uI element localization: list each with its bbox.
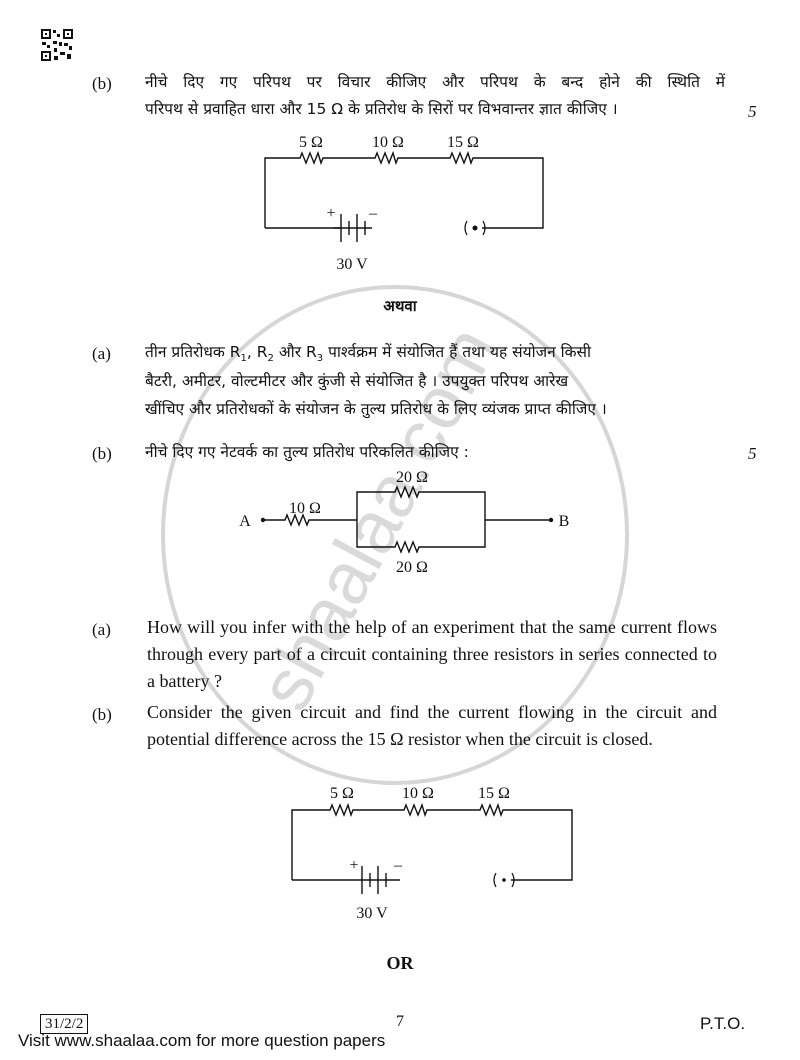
marks: 5 xyxy=(748,444,757,463)
question-text-line: परिपथ से प्रवाहित धारा और 15 Ω के प्रतिर… xyxy=(145,100,618,118)
series-circuit-diagram-english: 5 Ω 10 Ω 15 Ω + – 30 V xyxy=(291,785,573,922)
question-label: (b) xyxy=(92,74,112,93)
marks: 5 xyxy=(748,102,757,121)
battery-voltage: 30 V xyxy=(336,256,368,273)
question-text-line: तीन प्रतिरोधक R1, R2 और R3 पार्श्वक्रम म… xyxy=(145,343,592,365)
circuit-wire xyxy=(264,150,544,229)
key-dot xyxy=(502,878,506,882)
resistor-label-top: 20 Ω xyxy=(396,469,428,486)
resistor-label-bottom: 20 Ω xyxy=(396,559,428,576)
battery-plus: + xyxy=(349,857,358,874)
resistor-label-5: 5 Ω xyxy=(299,134,323,151)
resistor-label-series: 10 Ω xyxy=(289,500,321,517)
resistor-label-15: 15 Ω xyxy=(478,785,510,802)
or-separator: अथवा xyxy=(383,297,417,315)
question-text: Consider the given circuit and find the … xyxy=(147,702,717,749)
question-label: (b) xyxy=(92,444,112,463)
visit-link[interactable]: Visit www.shaalaa.com for more question … xyxy=(18,1031,386,1050)
question-text: How will you infer with the help of an e… xyxy=(147,617,717,691)
resistor-label-5: 5 Ω xyxy=(330,785,354,802)
battery-minus: – xyxy=(368,205,378,222)
terminal-b: B xyxy=(559,513,570,530)
question-text-line: नीचे दिए गए परिपथ पर विचार कीजिए और परिप… xyxy=(145,73,725,91)
resistor-label-10: 10 Ω xyxy=(372,134,404,151)
resistor-label-10: 10 Ω xyxy=(402,785,434,802)
key-dot xyxy=(472,225,478,231)
paper-code: 31/2/2 xyxy=(40,1014,89,1034)
battery-voltage: 30 V xyxy=(356,905,388,922)
pto-text: P.T.O. xyxy=(700,1014,746,1033)
question-label: (a) xyxy=(92,344,111,363)
battery-plus: + xyxy=(326,205,335,222)
question-label: (b) xyxy=(92,705,112,724)
battery-minus: – xyxy=(393,857,403,874)
question-label: (a) xyxy=(92,620,111,639)
network-diagram: A B 10 Ω 20 Ω 20 Ω xyxy=(239,469,570,576)
watermark: shaalaa.com xyxy=(161,285,629,785)
or-separator: OR xyxy=(386,953,414,973)
question-text-line: बैटरी, अमीटर, वोल्टमीटर और कुंजी से संयो… xyxy=(145,372,569,390)
page-number: 7 xyxy=(396,1013,404,1030)
resistor-label-15: 15 Ω xyxy=(447,134,479,151)
question-text-line: नीचे दिए गए नेटवर्क का तुल्य प्रतिरोध पर… xyxy=(145,443,469,461)
series-circuit-diagram: 5 Ω 10 Ω 15 Ω + – 30 V xyxy=(264,134,544,273)
qr-code-icon xyxy=(40,28,74,62)
question-text-line: खींचिए और प्रतिरोधकों के संयोजन के तुल्य… xyxy=(145,400,607,418)
terminal-a: A xyxy=(239,513,251,530)
